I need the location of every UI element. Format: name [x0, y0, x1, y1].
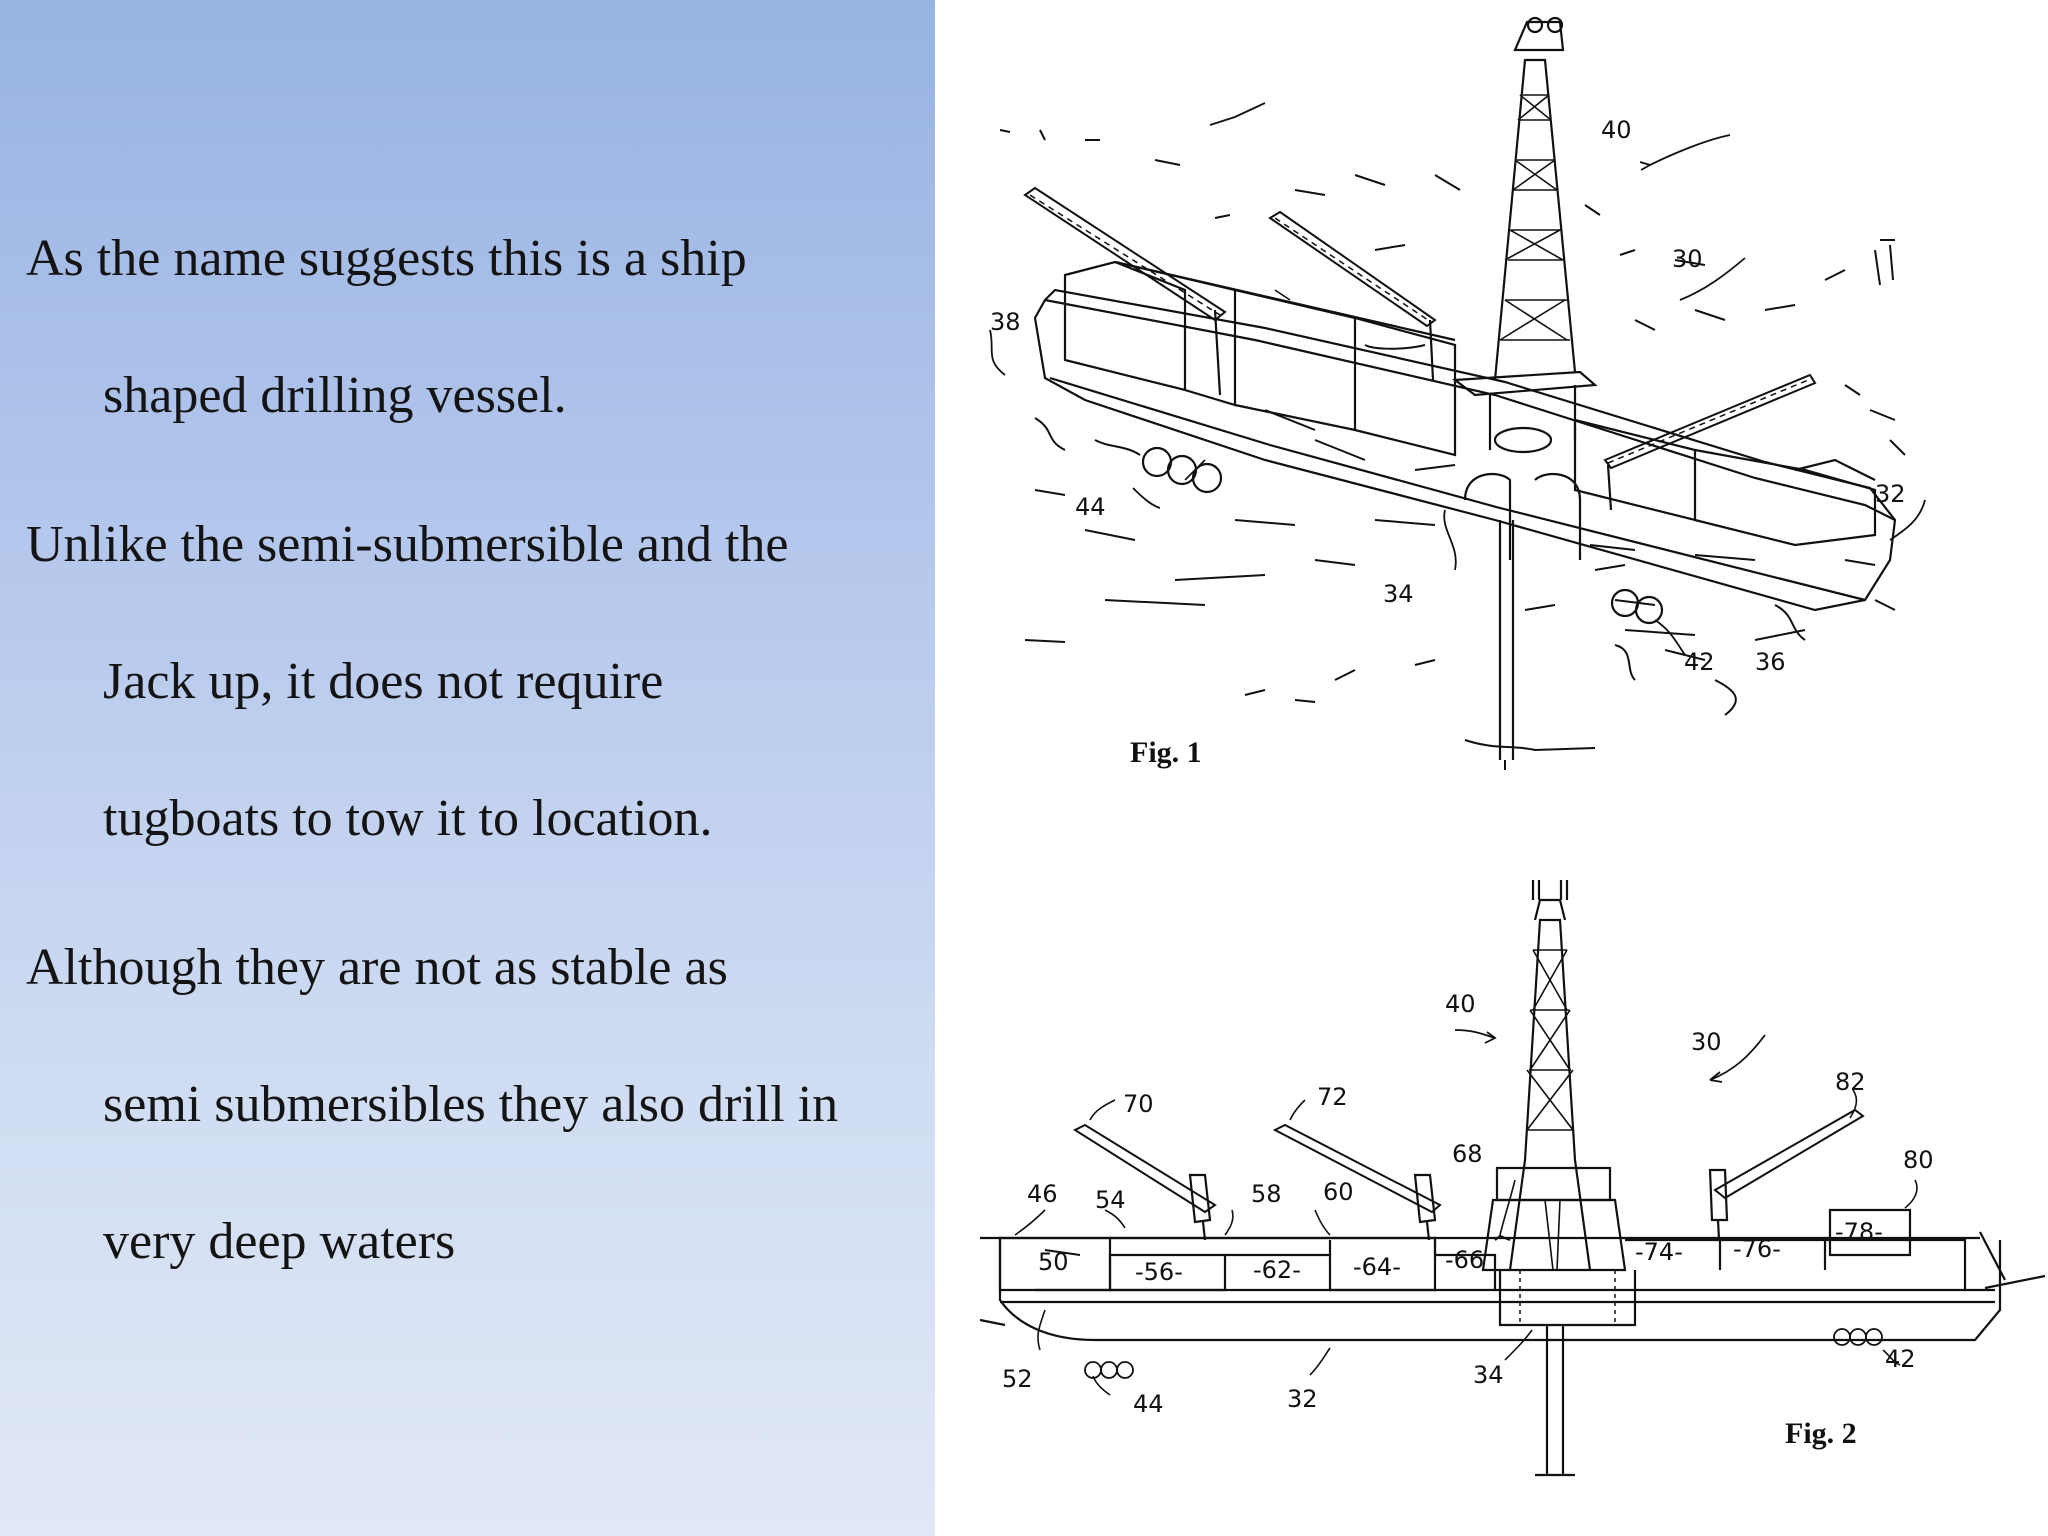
fig2-caption: Fig. 2: [1785, 1417, 1857, 1450]
fig1-label-44: 44: [1075, 493, 1106, 521]
fig2-label-56: -56-: [1135, 1258, 1183, 1286]
paragraph-1: As the name suggests this is a ship shap…: [26, 233, 926, 422]
fig2-label-74: -74-: [1635, 1238, 1683, 1266]
fig2-label-58: 58: [1251, 1180, 1282, 1208]
fig2-label-52: 52: [1002, 1365, 1033, 1393]
paragraph-line: shaped drilling vessel.: [103, 367, 567, 424]
fig2-label-70: 70: [1123, 1090, 1154, 1118]
fig2-drawing: [979, 880, 2046, 1477]
fig1-label-36: 36: [1755, 648, 1786, 676]
fig1-caption: Fig. 1: [1130, 736, 1202, 769]
fig2-label-68: 68: [1452, 1140, 1483, 1168]
paragraph-2: Unlike the semi-submersible and the Jack…: [26, 519, 926, 845]
paragraph-line: As the name suggests this is a ship: [26, 230, 747, 287]
fig1-label-40: 40: [1601, 116, 1632, 144]
paragraph-line: Unlike the semi-submersible and the: [26, 516, 789, 573]
fig2-label-54: 54: [1095, 1186, 1126, 1214]
paragraph-line: semi submersibles they also drill in: [103, 1076, 839, 1133]
paragraph-line: Jack up, it does not require: [103, 653, 664, 710]
figure-panel: 40 30 38 32 44 34 42 36 Fig. 1 40 30 82 …: [935, 0, 2048, 1536]
fig2-label-32: 32: [1287, 1385, 1318, 1413]
paragraph-line: tugboats to tow it to location.: [103, 790, 713, 847]
patent-drawings: 40 30 38 32 44 34 42 36 Fig. 1 40 30 82 …: [979, 16, 2046, 1477]
fig2-label-40: 40: [1445, 990, 1476, 1018]
fig2-label-80: 80: [1903, 1146, 1934, 1174]
fig1-label-32: 32: [1875, 480, 1906, 508]
fig2-label-82: 82: [1835, 1068, 1866, 1096]
fig1-label-42: 42: [1684, 648, 1715, 676]
fig1-label-34: 34: [1383, 580, 1414, 608]
fig2-label-64: -64-: [1353, 1253, 1401, 1281]
fig2-label-62: -62-: [1253, 1256, 1301, 1284]
fig2-label-72: 72: [1317, 1083, 1348, 1111]
fig2-label-44: 44: [1133, 1390, 1164, 1418]
fig1-label-30: 30: [1672, 245, 1703, 273]
fig2-label-66: -66: [1445, 1246, 1484, 1274]
fig2-label-34: 34: [1473, 1361, 1504, 1389]
fig2-label-50: 50: [1038, 1248, 1069, 1276]
fig2-label-76: -76-: [1733, 1235, 1781, 1263]
paragraph-line: very deep waters: [103, 1213, 456, 1270]
fig2-label-60: 60: [1323, 1178, 1354, 1206]
fig2-label-78: -78-: [1835, 1218, 1883, 1246]
fig2-label-46: 46: [1027, 1180, 1058, 1208]
fig2-label-42: 42: [1885, 1345, 1916, 1373]
fig2-label-30: 30: [1691, 1028, 1722, 1056]
paragraph-line: Although they are not as stable as: [26, 939, 728, 996]
fig1-drawing: [989, 16, 1926, 770]
fig1-label-38: 38: [990, 308, 1021, 336]
text-panel: As the name suggests this is a ship shap…: [0, 0, 935, 1536]
paragraph-3: Although they are not as stable as semi …: [26, 942, 926, 1268]
